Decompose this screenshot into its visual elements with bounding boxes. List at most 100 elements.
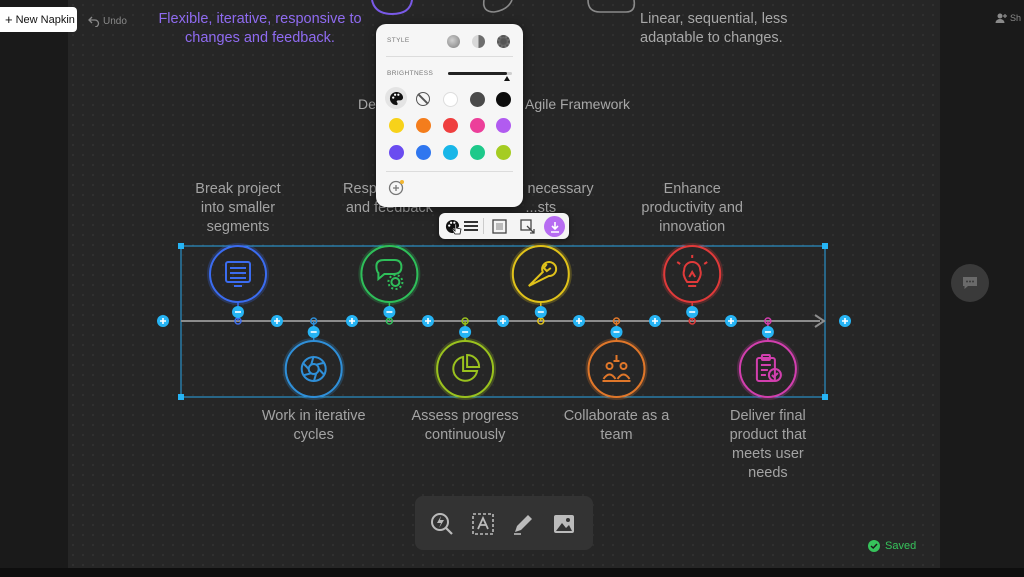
bottom-strip — [0, 568, 1024, 577]
pen-icon — [514, 515, 532, 535]
popup-separator-bottom — [386, 171, 513, 172]
connector-handle[interactable] — [839, 315, 851, 327]
step-label[interactable]: Break project into smaller segments — [195, 181, 281, 235]
top-icon-gray-fragment-1 — [482, 0, 513, 13]
draw-button[interactable] — [509, 510, 537, 538]
color-swatch[interactable] — [416, 145, 431, 160]
step-label[interactable]: Collaborate as a team — [563, 408, 670, 443]
flexible-description: Flexible, iterative, responsive to chang… — [158, 11, 362, 46]
add-text-button[interactable] — [469, 510, 497, 538]
style-popup: STYLE BRIGHTNESS — [376, 24, 523, 207]
color-swatch[interactable] — [389, 118, 404, 133]
share-label: Sh — [1010, 13, 1022, 23]
connector-handle[interactable] — [346, 315, 358, 327]
remove-step-handle[interactable] — [534, 306, 547, 318]
color-swatch[interactable] — [470, 145, 485, 160]
brightness-label: BRIGHTNESS — [387, 70, 434, 77]
color-palette-icon-selected[interactable] — [385, 87, 407, 109]
timeline-step[interactable] — [282, 317, 345, 400]
palette-icon — [389, 91, 403, 105]
download-button[interactable] — [544, 216, 565, 237]
color-swatch[interactable] — [496, 118, 511, 133]
save-status: Saved — [868, 540, 916, 552]
style-option-3d[interactable] — [497, 35, 510, 48]
frame-button[interactable] — [490, 217, 508, 235]
left-margin — [0, 0, 68, 577]
connector-handle[interactable] — [422, 315, 434, 327]
no-color-slash-icon — [417, 93, 429, 105]
step-label[interactable]: Enhance productivity and innovation — [641, 181, 743, 235]
download-icon — [550, 221, 559, 233]
list-window-icon — [225, 261, 251, 287]
timeline-step[interactable] — [661, 243, 724, 325]
image-icon — [554, 515, 574, 533]
no-color-swatch[interactable] — [416, 92, 430, 106]
remove-step-handle[interactable] — [307, 326, 320, 338]
cursor-pointer-icon — [452, 223, 462, 235]
color-swatch[interactable] — [470, 118, 485, 133]
remove-step-handle[interactable] — [383, 306, 396, 318]
new-napkin-label: New Napkin — [15, 13, 75, 26]
agile-framework-title: Agile Framework — [525, 96, 631, 112]
pie-chart-icon — [452, 353, 481, 382]
connector-handle[interactable] — [157, 315, 169, 327]
toolbar-divider — [483, 218, 484, 234]
timeline-step[interactable] — [358, 243, 421, 325]
new-napkin-button[interactable]: + New Napkin — [0, 7, 77, 32]
undo-button[interactable]: Undo — [88, 15, 127, 27]
comments-button[interactable] — [951, 264, 989, 302]
undo-label: Undo — [103, 15, 127, 27]
remove-step-handle[interactable] — [459, 326, 472, 338]
color-swatch[interactable] — [470, 92, 485, 107]
top-icon-purple-fragment — [371, 0, 413, 16]
style-option-flat[interactable] — [447, 35, 460, 48]
color-swatch[interactable] — [389, 145, 404, 160]
plus-icon: + — [5, 12, 13, 27]
step-label[interactable]: Assess progress continuously — [411, 408, 519, 443]
chat-icon — [963, 277, 977, 289]
lightbulb-icon — [676, 255, 708, 287]
color-swatch[interactable] — [443, 118, 458, 133]
step-circle — [209, 245, 267, 303]
brightness-slider-fill — [448, 72, 507, 75]
timeline-step[interactable] — [434, 317, 497, 400]
swap-shape-icon — [519, 218, 535, 234]
brightness-slider[interactable] — [448, 72, 512, 81]
brightness-slider-thumb[interactable] — [503, 76, 510, 81]
add-custom-color-button[interactable] — [388, 179, 405, 196]
axis-marker — [612, 317, 621, 325]
insert-image-button[interactable] — [550, 510, 578, 538]
color-swatch[interactable] — [496, 145, 511, 160]
color-style-button[interactable] — [443, 217, 461, 235]
connector-handle[interactable] — [573, 315, 585, 327]
style-option-half[interactable] — [472, 35, 485, 48]
remove-step-handle[interactable] — [610, 326, 623, 338]
remove-step-handle[interactable] — [686, 306, 699, 318]
step-circle — [511, 245, 570, 303]
step-label[interactable]: Deliver final product that meets user ne… — [729, 408, 807, 481]
linear-description: Linear, sequential, less adaptable to ch… — [640, 11, 788, 46]
wrench-icon — [528, 261, 558, 287]
remove-step-handle[interactable] — [761, 326, 774, 338]
timeline-step[interactable] — [736, 317, 799, 400]
line-style-button[interactable] — [462, 217, 480, 235]
connector-handle[interactable] — [497, 315, 509, 327]
color-swatch[interactable] — [496, 92, 511, 107]
connector-handle[interactable] — [271, 315, 283, 327]
timeline-step[interactable] — [585, 317, 648, 400]
generate-visual-button[interactable] — [428, 510, 456, 538]
color-swatch[interactable] — [443, 145, 458, 160]
step-label[interactable]: Work in iterative cycles — [261, 408, 366, 443]
timeline-step[interactable] — [207, 243, 269, 325]
remove-step-handle[interactable] — [232, 306, 244, 318]
share-button[interactable]: Sh — [995, 12, 1021, 24]
connector-handle[interactable] — [725, 315, 737, 327]
step-circle — [436, 340, 495, 398]
connector-handle[interactable] — [649, 315, 661, 327]
color-swatch[interactable] — [443, 92, 458, 107]
color-swatch[interactable] — [416, 118, 431, 133]
swap-visual-button[interactable] — [518, 217, 536, 235]
timeline-arrowhead — [814, 314, 826, 328]
timeline-step[interactable] — [509, 243, 572, 325]
